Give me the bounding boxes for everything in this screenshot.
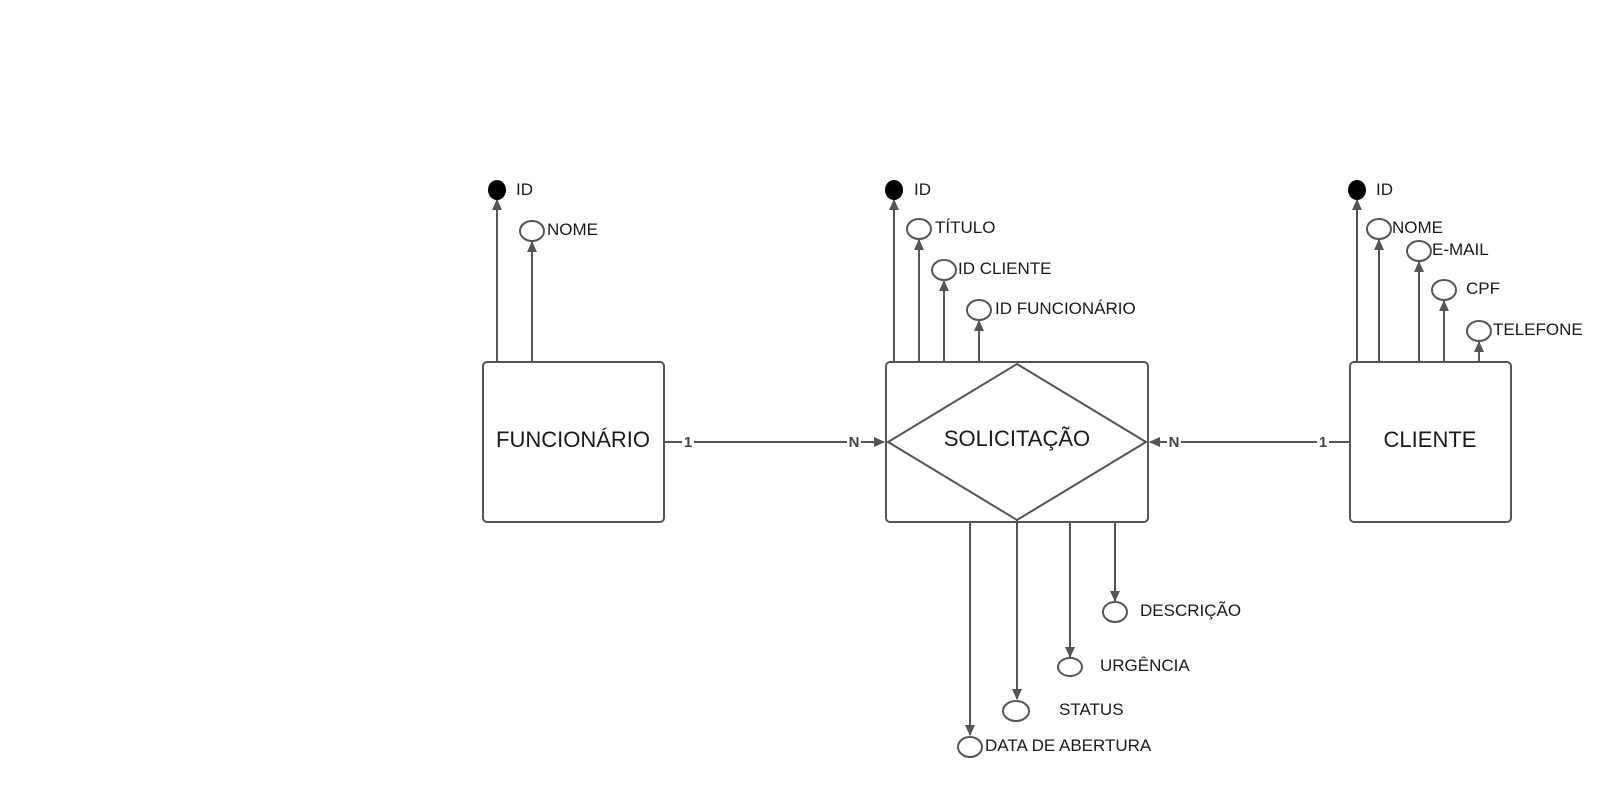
- entity-cliente-label: CLIENTE: [1384, 427, 1477, 452]
- solicitacao-titulo-attribute: [906, 218, 932, 240]
- card-bg-funcionario: [682, 433, 694, 451]
- cliente-attr-email: E-MAIL: [1432, 240, 1489, 259]
- cliente-telefone-attribute: [1466, 320, 1492, 342]
- cliente-attr-cpf: CPF: [1466, 279, 1500, 298]
- entity-solicitacao-label: SOLICITAÇÃO: [944, 426, 1090, 451]
- cardinality-funcionario: 1: [684, 434, 692, 451]
- solicitacao-attr-data-de-abertura: DATA DE ABERTURA: [985, 736, 1152, 755]
- solicitacao-urgencia-attribute: [1057, 657, 1083, 677]
- funcionario-attr-id: ID: [516, 180, 533, 199]
- cliente-cpf-attribute: [1431, 279, 1457, 301]
- solicitacao-attr-urgencia: URGÊNCIA: [1100, 656, 1190, 675]
- solicitacao-idcliente-attribute: [931, 259, 957, 281]
- solicitacao-id-key-attribute: [885, 180, 903, 200]
- solicitacao-dataabertura-attribute: [957, 736, 983, 758]
- cliente-id-key-attribute: [1348, 180, 1366, 200]
- card-bg-cliente: [1317, 433, 1329, 451]
- card-bg-solicitacao-left: [847, 433, 861, 451]
- solicitacao-attr-id-cliente: ID CLIENTE: [958, 259, 1052, 278]
- solicitacao-attr-id-funcionario: ID FUNCIONÁRIO: [995, 299, 1136, 318]
- cardinality-solicitacao-right: N: [1169, 434, 1180, 451]
- cliente-attr-nome: NOME: [1392, 218, 1443, 237]
- cliente-nome-attribute: [1366, 218, 1392, 240]
- cardinality-solicitacao-left: N: [849, 434, 860, 451]
- cliente-attr-id: ID: [1376, 180, 1393, 199]
- solicitacao-descricao-attribute: [1102, 601, 1128, 623]
- solicitacao-attr-descricao: DESCRIÇÃO: [1140, 601, 1241, 620]
- funcionario-attr-nome: NOME: [547, 220, 598, 239]
- funcionario-nome-attribute: [519, 220, 545, 242]
- solicitacao-attr-status: STATUS: [1059, 700, 1124, 719]
- cliente-attr-telefone: TELEFONE: [1493, 320, 1583, 339]
- funcionario-id-key-attribute: [488, 180, 506, 200]
- solicitacao-attr-titulo: TÍTULO: [935, 218, 995, 237]
- cardinality-cliente: 1: [1319, 434, 1327, 451]
- solicitacao-status-attribute: [1002, 700, 1030, 722]
- card-bg-solicitacao-right: [1167, 433, 1181, 451]
- entity-funcionario-label: FUNCIONÁRIO: [496, 427, 650, 452]
- cliente-email-attribute: [1406, 240, 1432, 262]
- solicitacao-attr-id: ID: [914, 180, 931, 199]
- solicitacao-idfuncionario-attribute: [966, 299, 992, 321]
